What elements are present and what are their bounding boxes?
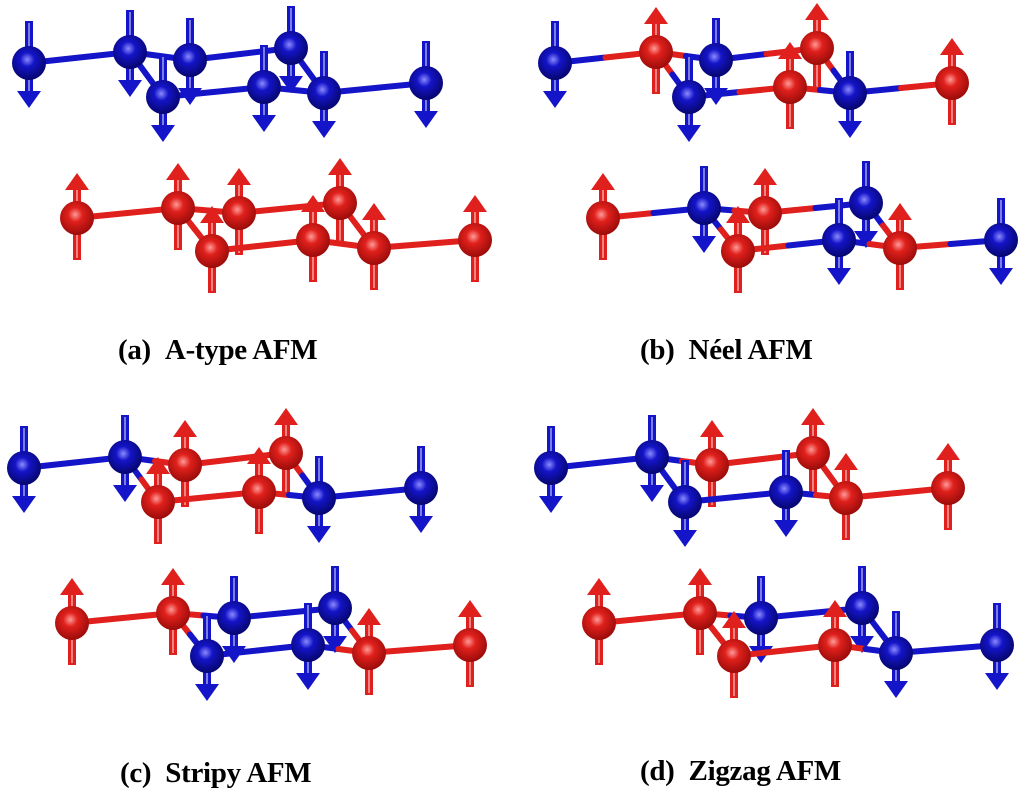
panel-c bbox=[0, 405, 512, 805]
spin-up-atom bbox=[458, 223, 492, 257]
spin-down-atom bbox=[833, 76, 867, 110]
spin-down-atom bbox=[699, 43, 733, 77]
spin-up-atom bbox=[269, 436, 303, 470]
spin-down-atom bbox=[274, 31, 308, 65]
spin-up-atom bbox=[818, 628, 852, 662]
spin-up-atom bbox=[156, 596, 190, 630]
spin-up-atom bbox=[717, 639, 751, 673]
spin-up-atom bbox=[748, 196, 782, 230]
spin-down-atom bbox=[635, 440, 669, 474]
spin-up-atom bbox=[323, 186, 357, 220]
caption-c: (c) Stripy AFM bbox=[120, 757, 312, 790]
spin-down-atom bbox=[668, 485, 702, 519]
spin-down-atom bbox=[12, 46, 46, 80]
spin-up-atom bbox=[931, 471, 965, 505]
caption-title: Zigzag AFM bbox=[688, 755, 842, 787]
spin-up-atom bbox=[161, 191, 195, 225]
spin-down-atom bbox=[302, 481, 336, 515]
spin-down-atom bbox=[672, 80, 706, 114]
panel-b bbox=[512, 0, 1024, 400]
spin-structure-d bbox=[534, 408, 1014, 698]
spin-down-atom bbox=[217, 601, 251, 635]
spin-up-atom bbox=[60, 201, 94, 235]
spin-down-atom bbox=[318, 591, 352, 625]
spin-down-atom bbox=[534, 451, 568, 485]
spin-up-atom bbox=[883, 231, 917, 265]
spin-up-atom bbox=[357, 231, 391, 265]
spin-down-atom bbox=[7, 451, 41, 485]
spin-down-atom bbox=[769, 475, 803, 509]
spin-down-atom bbox=[247, 70, 281, 104]
spin-down-atom bbox=[822, 223, 856, 257]
spin-down-atom bbox=[307, 76, 341, 110]
spin-up-atom bbox=[586, 201, 620, 235]
spin-up-atom bbox=[582, 606, 616, 640]
spin-up-atom bbox=[242, 475, 276, 509]
spin-up-atom bbox=[721, 234, 755, 268]
spin-up-atom bbox=[935, 66, 969, 100]
spin-up-atom bbox=[695, 448, 729, 482]
spin-up-atom bbox=[141, 485, 175, 519]
caption-tag: (d) bbox=[640, 755, 675, 787]
spin-down-atom bbox=[108, 440, 142, 474]
spin-up-atom bbox=[168, 448, 202, 482]
spin-down-atom bbox=[173, 43, 207, 77]
caption-title: Néel AFM bbox=[688, 334, 813, 366]
caption-a: (a) A-type AFM bbox=[118, 334, 318, 367]
spin-up-atom bbox=[773, 70, 807, 104]
caption-d: (d) Zigzag AFM bbox=[640, 755, 841, 788]
spin-down-atom bbox=[291, 628, 325, 662]
spin-up-atom bbox=[639, 35, 673, 69]
spin-down-atom bbox=[849, 186, 883, 220]
caption-tag: (c) bbox=[120, 757, 152, 789]
spin-up-atom bbox=[829, 481, 863, 515]
spin-down-atom bbox=[404, 471, 438, 505]
spin-structure-c bbox=[7, 408, 487, 701]
caption-b: (b) Néel AFM bbox=[640, 334, 813, 367]
caption-title: Stripy AFM bbox=[165, 757, 312, 789]
caption-tag: (a) bbox=[118, 334, 151, 366]
spin-down-atom bbox=[687, 191, 721, 225]
spin-up-atom bbox=[453, 628, 487, 662]
spin-down-atom bbox=[980, 628, 1014, 662]
spin-down-atom bbox=[879, 636, 913, 670]
spin-up-atom bbox=[55, 606, 89, 640]
spin-down-atom bbox=[146, 80, 180, 114]
spin-down-atom bbox=[409, 66, 443, 100]
spin-down-atom bbox=[845, 591, 879, 625]
spin-up-atom bbox=[800, 31, 834, 65]
caption-tag: (b) bbox=[640, 334, 675, 366]
panel-d bbox=[512, 405, 1024, 805]
spin-up-atom bbox=[296, 223, 330, 257]
spin-up-atom bbox=[222, 196, 256, 230]
spin-up-atom bbox=[195, 234, 229, 268]
spin-up-atom bbox=[352, 636, 386, 670]
caption-title: A-type AFM bbox=[164, 334, 318, 366]
spin-down-atom bbox=[113, 35, 147, 69]
spin-down-atom bbox=[190, 639, 224, 673]
spin-structure-b bbox=[538, 3, 1018, 293]
spin-down-atom bbox=[538, 46, 572, 80]
spin-up-atom bbox=[796, 436, 830, 470]
spin-down-atom bbox=[744, 601, 778, 635]
spin-down-atom bbox=[984, 223, 1018, 257]
spin-up-atom bbox=[683, 596, 717, 630]
spin-structure-a bbox=[12, 6, 492, 293]
panel-a bbox=[0, 0, 512, 400]
